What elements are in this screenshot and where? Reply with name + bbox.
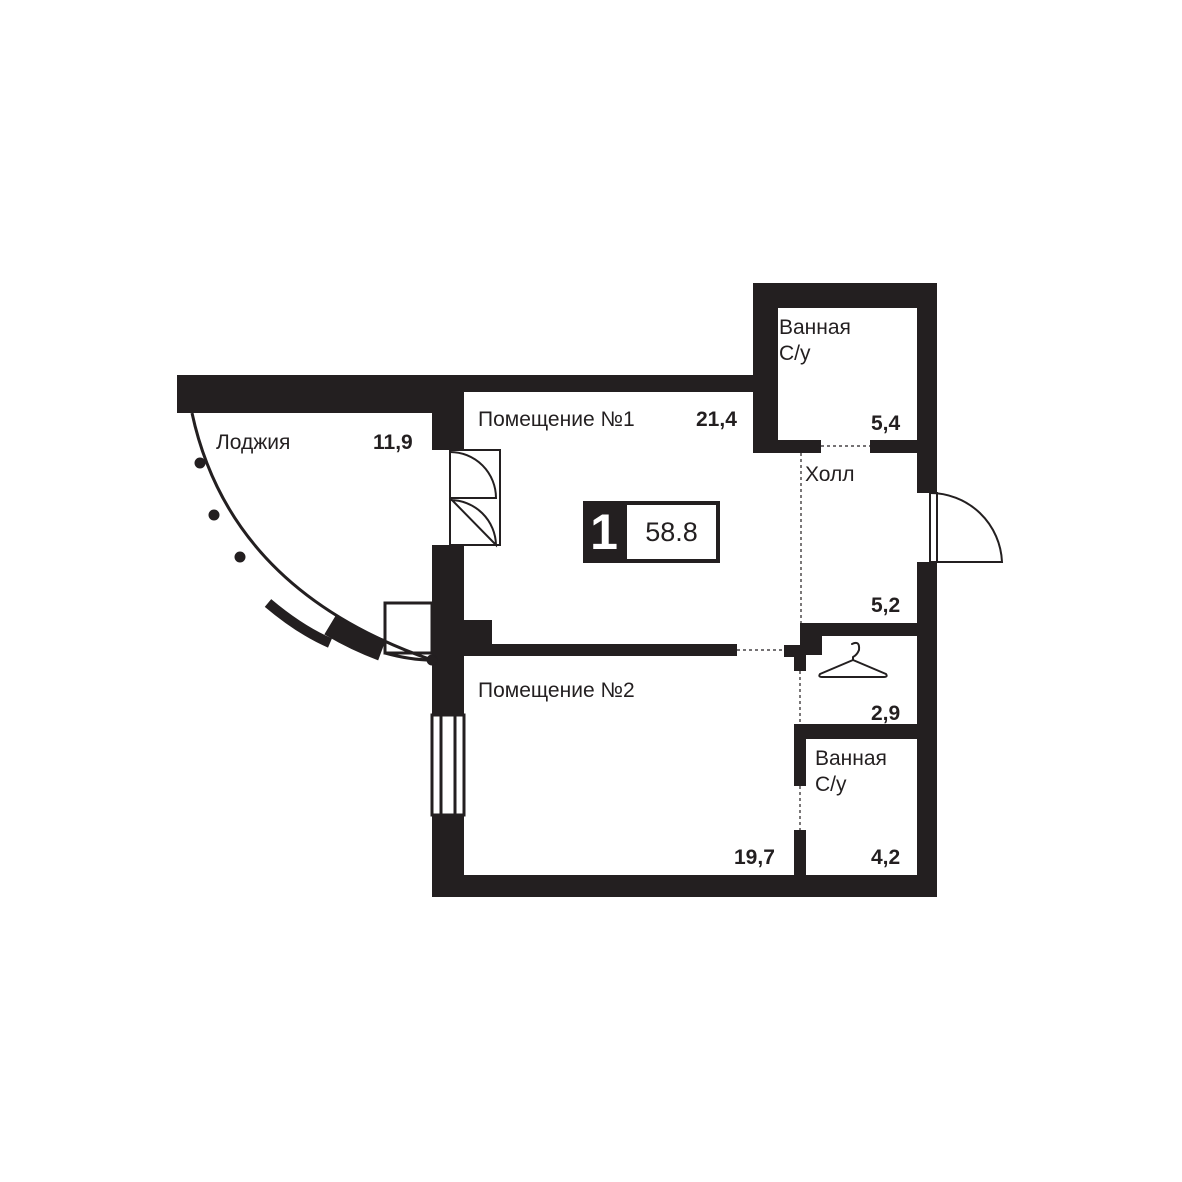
loggia-post-3 xyxy=(234,551,246,563)
room-name-loggia: Лоджия xyxy=(216,431,291,454)
entrance-door-swing xyxy=(929,491,1004,563)
room-area-bath1: 5,4 xyxy=(871,412,901,435)
loggia-door-swing xyxy=(384,651,433,662)
loggia-post-1 xyxy=(194,457,206,469)
room-partition xyxy=(432,620,492,644)
balcony-door-swing-upper xyxy=(449,451,498,499)
room1-left-wall-upper xyxy=(432,375,464,450)
loggia-arc-thick-1 xyxy=(264,599,333,648)
balcony-door xyxy=(449,449,501,548)
apartment-badge: 1 58.8 xyxy=(583,501,720,563)
bath1-bottom-left-wall xyxy=(753,440,821,453)
room-area-bath2: 4,2 xyxy=(871,846,901,869)
bath2-top-wall xyxy=(805,724,937,739)
bath1-top-wall xyxy=(753,283,937,308)
loggia-door xyxy=(383,601,434,662)
room2-window-frame xyxy=(430,713,466,817)
loggia-post-2 xyxy=(208,509,220,521)
room-area-wardrobe: 2,9 xyxy=(871,702,901,725)
bath1-bottom-right-wall xyxy=(870,440,937,453)
entrance-door xyxy=(929,491,1004,563)
balcony-door-swing-lower xyxy=(449,497,498,548)
loggia-top-wall xyxy=(177,375,464,413)
loggia-glazing xyxy=(190,412,438,666)
room-name-room2: Помещение №2 xyxy=(478,679,635,702)
room-name-room1: Помещение №1 xyxy=(478,408,635,431)
room-name-hall: Холл xyxy=(805,463,855,486)
room2-window xyxy=(430,713,466,817)
room-area-hall: 5,2 xyxy=(871,594,901,617)
room-area-room1: 21,4 xyxy=(696,408,737,431)
room-area-room2: 19,7 xyxy=(734,846,775,869)
bottom-wall xyxy=(432,875,937,897)
hall-pillar-2 xyxy=(794,645,806,671)
room1-top-wall xyxy=(460,375,760,392)
room-partition-line xyxy=(464,644,737,656)
room-name-bath1: Ванная С/у xyxy=(779,316,851,365)
bath1-right-wall xyxy=(917,283,937,493)
bath2-left-wall-upper xyxy=(794,724,806,786)
loggia-arc-thick-2 xyxy=(324,615,386,661)
room2-left-wall-lower xyxy=(432,815,464,897)
wardrobe-top-wall xyxy=(800,623,937,636)
loggia-closet xyxy=(383,601,434,655)
bath1-left-wall xyxy=(753,283,778,453)
walls xyxy=(177,283,937,897)
hanger-icon xyxy=(818,641,888,678)
room-name-bath2: Ванная С/у xyxy=(815,747,887,796)
total-area: 58.8 xyxy=(627,505,716,559)
entrance-door-leaf xyxy=(929,492,938,563)
room-area-loggia: 11,9 xyxy=(373,431,413,454)
rooms-count: 1 xyxy=(590,504,618,560)
dashed-boundaries xyxy=(737,445,870,830)
bath2-left-wall-lower xyxy=(794,830,806,890)
